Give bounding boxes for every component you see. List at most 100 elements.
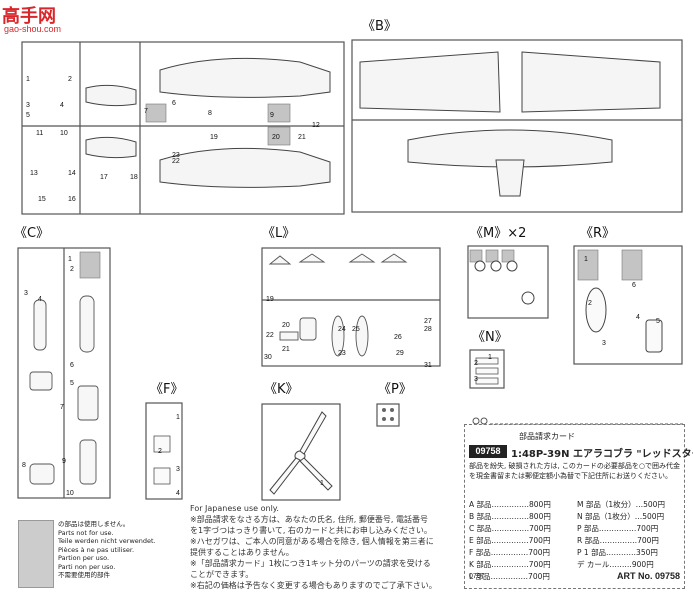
part-number: 2 xyxy=(588,300,592,307)
part-number: 18 xyxy=(130,174,138,181)
part-number: 17 xyxy=(100,174,108,181)
part-number: 2 xyxy=(158,448,162,455)
part-number: 3 xyxy=(176,466,180,473)
part-number: 22 xyxy=(266,332,274,339)
part-number: 5 xyxy=(656,318,660,325)
part-number: 29 xyxy=(396,350,404,357)
section-label-k: 《K》 xyxy=(264,382,299,397)
price-row: N 部品（1枚分）…500円 xyxy=(577,512,665,521)
price-list-right: M 部品（1枚分）…500円 N 部品（1枚分）…500円 P 部品……………700… xyxy=(577,499,665,571)
price-row: M 部品（1枚分）…500円 xyxy=(577,500,665,509)
note-line-7: ことができます。 xyxy=(190,570,254,579)
price-row: L 部品……………700円 xyxy=(469,572,550,581)
part-number: 3 xyxy=(602,340,606,347)
part-number: 4 xyxy=(636,314,640,321)
part-number: 2 xyxy=(474,360,478,367)
notice-lines: の部品は使用しません。Parts not for use.Teile werde… xyxy=(58,520,156,580)
part-number: 21 xyxy=(298,134,306,141)
note-line-3: を1字づつはっきり書いて, 右のカードと共にお申し込みください。 xyxy=(190,526,432,535)
card-footer-code: 0707 xyxy=(469,573,485,580)
part-number: 19 xyxy=(210,134,218,141)
japanese-note: For Japanese use only. ※部品請求をなさる方は、あなたの氏… xyxy=(190,503,437,591)
part-number: 19 xyxy=(266,296,274,303)
part-number: 30 xyxy=(264,354,272,361)
site-logo: 高手网 gao-shou.com xyxy=(2,2,74,38)
part-number: 25 xyxy=(352,326,360,333)
part-number: 20 xyxy=(272,134,280,141)
part-number: 27 xyxy=(424,318,432,325)
section-label-l: 《L》 xyxy=(262,226,296,241)
part-number: 5 xyxy=(26,112,30,119)
part-number: 22 xyxy=(172,158,180,165)
section-label-n: 《N》 xyxy=(472,330,508,345)
price-row: デ カール………900円 xyxy=(577,560,654,569)
card-instructions: 部品を紛失, 破損された方は, このカードの必要部品を○で囲み代金を現金書留また… xyxy=(469,462,681,480)
part-number: 13 xyxy=(30,170,38,177)
card-kit-name: 1:48P-39N エアラコブラ "レッドスター" xyxy=(511,449,693,460)
notice-line: Partion per uso. xyxy=(58,554,110,562)
notice-line: 不需要使用的部件 xyxy=(58,571,110,579)
price-row: R 部品……………700円 xyxy=(577,536,659,545)
part-number: 7 xyxy=(60,404,64,411)
part-number: 6 xyxy=(632,282,636,289)
part-number: 11 xyxy=(36,130,44,137)
part-number: 23 xyxy=(172,152,180,159)
price-row: C 部品……………700円 xyxy=(469,524,551,533)
part-number: 26 xyxy=(394,334,402,341)
note-line-4: ※ハセガワは、ご本人の同意がある場合を除き, 個人情報を第三者に xyxy=(190,537,434,546)
price-row: F 部品……………700円 xyxy=(469,548,551,557)
part-number: 1 xyxy=(488,354,492,361)
unused-parts-notice: の部品は使用しません。Parts not for use.Teile werde… xyxy=(18,520,200,588)
notice-line: Parti non per uso. xyxy=(58,562,116,571)
notice-line: の部品は使用しません。 xyxy=(58,520,130,528)
section-label-p: 《P》 xyxy=(378,382,412,397)
part-number: 10 xyxy=(66,490,74,497)
part-number: 24 xyxy=(338,326,346,333)
part-number: 4 xyxy=(38,296,42,303)
card-code: 09758 xyxy=(469,445,507,458)
part-number: 2 xyxy=(70,266,74,273)
price-row: E 部品……………700円 xyxy=(469,536,551,545)
part-number: 16 xyxy=(68,196,76,203)
part-number: 2 xyxy=(68,76,72,83)
part-number: 9 xyxy=(62,458,66,465)
part-number: 4 xyxy=(176,490,180,497)
notice-line: Teile werden nicht verwendet. xyxy=(58,537,156,545)
part-number: 6 xyxy=(172,100,176,107)
section-label-f: 《F》 xyxy=(150,382,184,397)
part-number: 3 xyxy=(26,102,30,109)
unused-parts-swatch xyxy=(18,520,54,588)
part-number: 28 xyxy=(424,326,432,333)
part-number: 1 xyxy=(584,256,588,263)
part-number: 10 xyxy=(60,130,68,137)
note-line-1: For Japanese use only. xyxy=(190,504,279,513)
price-row: P 部品……………700円 xyxy=(577,524,659,533)
price-row: A 部品……………800円 xyxy=(469,500,551,509)
part-number: 9 xyxy=(270,112,274,119)
part-number: 7 xyxy=(144,108,148,115)
part-number: 5 xyxy=(70,380,74,387)
note-line-6: ※「部品請求カード」1枚につき1キット分のパーツの請求を受ける xyxy=(190,559,431,568)
part-number: 3 xyxy=(24,290,28,297)
section-label-m: 《M》×2 xyxy=(470,226,527,241)
part-number: 8 xyxy=(22,462,26,469)
section-label-b: 《B》 xyxy=(362,19,397,34)
section-label-r: 《R》 xyxy=(580,226,616,241)
price-row: K 部品……………700円 xyxy=(469,560,551,569)
part-number: 21 xyxy=(282,346,290,353)
part-number: 15 xyxy=(38,196,46,203)
price-row: P 1 部品…………350円 xyxy=(577,548,658,557)
note-line-2: ※部品請求をなさる方は、あなたの氏名, 住所, 郵便番号, 電話番号 xyxy=(190,515,428,524)
note-line-8: ※右記の価格は予告なく変更する場合もありますのでご了承下さい。 xyxy=(190,581,437,590)
part-number: 1 xyxy=(26,76,30,83)
note-line-5: 提供することはありません。 xyxy=(190,548,294,557)
part-number: 1 xyxy=(68,256,72,263)
section-label-c: 《C》 xyxy=(14,226,50,241)
part-number: 12 xyxy=(312,122,320,129)
part-number: 14 xyxy=(68,170,76,177)
logo-url: gao-shou.com xyxy=(4,24,62,34)
part-number: 3 xyxy=(474,376,478,383)
parts-request-card: 部品請求カード 09758 1:48P-39N エアラコブラ "レッドスター" … xyxy=(464,424,693,589)
